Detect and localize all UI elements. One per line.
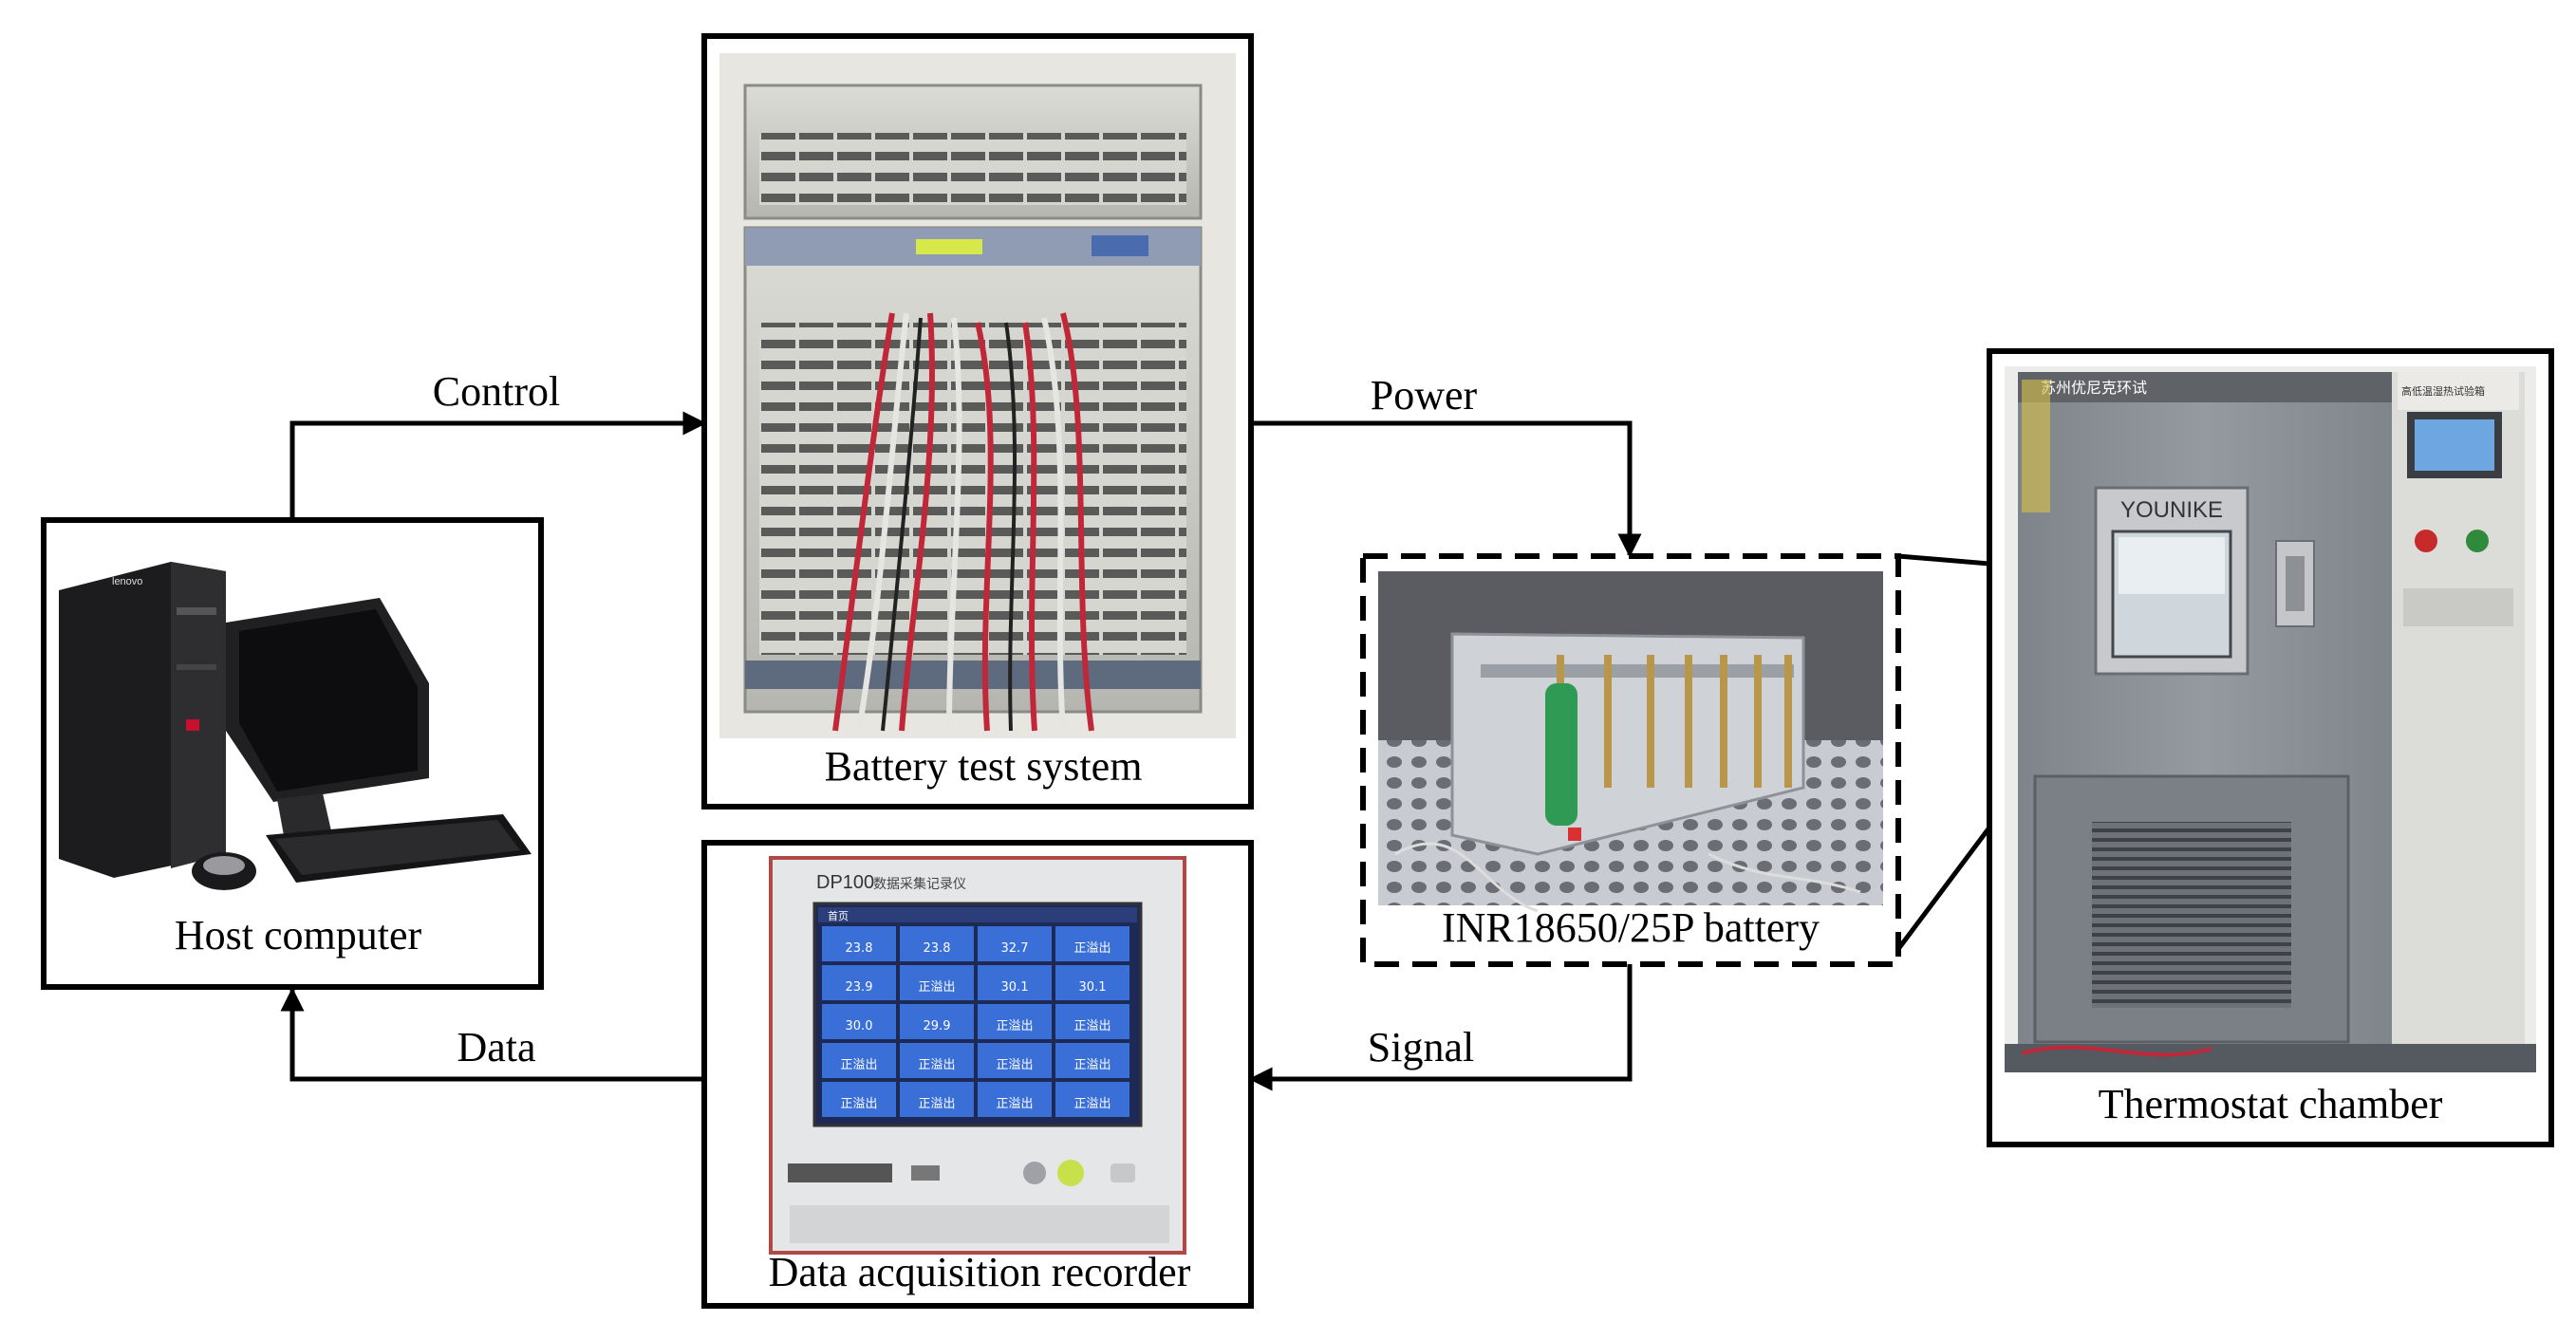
data-connector [280,987,704,1082]
recorder-reading-cell [822,1082,896,1117]
recorder-reading-cell [978,926,1052,961]
recorder-reading-cell [822,965,896,1000]
recorder-reading-value: 正溢出 [996,1097,1033,1111]
recorder-reading-cell [1055,1043,1129,1078]
edge-label-data: Data [457,1024,535,1070]
recorder-reading-cell [978,1082,1052,1117]
battery-tester-rack-icon [719,53,1236,738]
recorder-reading-value: 32.7 [1001,941,1029,956]
recorder-reading-value: 30.1 [1079,980,1107,995]
chamber-brand-text: YOUNIKE [2120,497,2223,523]
recorder-reading-cell [900,1004,974,1039]
thermostat-chamber-label: Thermostat chamber [2099,1081,2443,1127]
recorder-reading-cell [900,1043,974,1078]
thermostat-chamber-node: 苏州优尼克环试 YOUNIKE 高低温湿热试验箱 [1987,348,2554,1147]
recorder-reading-cell [822,1043,896,1078]
control-connector [289,411,707,520]
recorder-reading-value: 23.9 [846,980,873,995]
battery-node: INR18650/25P battery [1360,553,1901,967]
recorder-reading-grid: 23.8 23.8 32.7 正溢出 23.9 正溢出 30.1 30.1 30.0 29.9 正溢… [822,926,1129,1117]
recorder-reading-cell [978,965,1052,1000]
data-recorder-icon: DP100 数据采集记录仪 首页 23.8 23.8 32.7 正溢出 23.9 正溢出 3… [769,856,1186,1255]
edge-label-power: Power [1371,372,1478,419]
recorder-reading-cell [900,965,974,1000]
data-recorder-node: DP100 数据采集记录仪 首页 23.8 23.8 32.7 正溢出 23.9 正溢出 3… [701,840,1254,1309]
chamber-panel-text: 高低温湿热试验箱 [2401,384,2485,398]
power-connector [1251,420,1642,558]
recorder-reading-cell [900,1082,974,1117]
recorder-model-text: DP100 [816,872,874,893]
pc-brand-text: lenovo [112,576,142,587]
recorder-reading-value: 正溢出 [918,980,955,995]
recorder-reading-cell [1055,965,1129,1000]
recorder-reading-cell [978,1004,1052,1039]
recorder-brand-sub-text: 数据采集记录仪 [873,876,966,892]
climate-chamber-icon: 苏州优尼克环试 YOUNIKE 高低温湿热试验箱 [2005,366,2536,1072]
signal-connector [1248,964,1633,1091]
chamber-header-text: 苏州优尼克环试 [2041,379,2147,397]
recorder-reading-value: 23.8 [924,941,951,956]
recorder-reading-value: 正溢出 [918,1058,955,1072]
edge-label-signal: Signal [1368,1024,1474,1070]
recorder-reading-value: 正溢出 [1073,1097,1111,1111]
recorder-reading-value: 23.8 [846,941,873,956]
battery-fixture-icon [1378,571,1883,913]
battery-test-system-node: Battery test system [701,33,1254,810]
recorder-reading-value: 正溢出 [996,1058,1033,1072]
recorder-reading-value: 正溢出 [918,1097,955,1111]
recorder-reading-value: 29.9 [924,1019,951,1033]
recorder-reading-cell [1055,926,1129,961]
host-computer-label: Host computer [175,912,422,958]
recorder-reading-value: 30.1 [1001,980,1029,995]
recorder-reading-value: 30.0 [846,1019,873,1033]
recorder-reading-value: 正溢出 [840,1058,877,1072]
data-recorder-label: Data acquisition recorder [769,1249,1191,1295]
desktop-computer-icon: lenovo [59,562,532,890]
recorder-reading-cell [1055,1082,1129,1117]
recorder-reading-value: 正溢出 [840,1097,877,1111]
recorder-tab-text: 首页 [828,909,849,922]
edge-label-control: Control [433,368,560,415]
recorder-reading-value: 正溢出 [1073,941,1111,956]
recorder-reading-cell [900,926,974,961]
recorder-reading-value: 正溢出 [996,1019,1033,1033]
battery-label: INR18650/25P battery [1442,904,1820,951]
recorder-reading-value: 正溢出 [1073,1058,1111,1072]
host-computer-node: lenovo Host computer [41,517,544,990]
recorder-reading-cell [822,1004,896,1039]
recorder-reading-value: 正溢出 [1073,1019,1111,1033]
recorder-reading-cell [1055,1004,1129,1039]
recorder-reading-cell [822,926,896,961]
recorder-reading-cell [978,1043,1052,1078]
battery-test-system-label: Battery test system [825,743,1143,790]
